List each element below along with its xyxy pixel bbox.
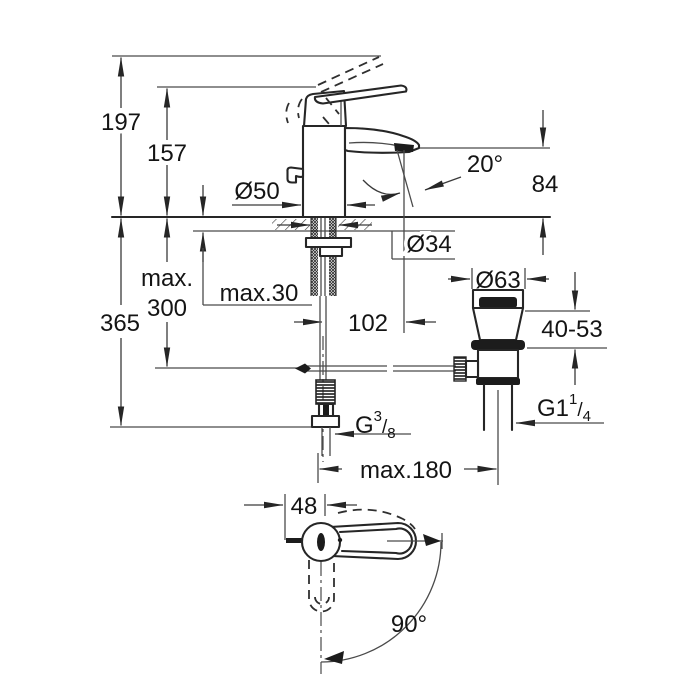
- shank-thread: [311, 218, 318, 296]
- aerator: [394, 143, 414, 152]
- dim-max-spread: max.180: [360, 457, 452, 484]
- waste-neck: [471, 306, 525, 342]
- lever-raised-dashed: [297, 98, 303, 119]
- dim-spout-angle: 20°: [467, 151, 503, 178]
- dim-outlet-height: 84: [532, 171, 559, 198]
- angle-leader-arrow: [424, 176, 462, 191]
- handle-hidden-edge-dashed: [285, 102, 290, 124]
- waste-body: [476, 348, 520, 380]
- label-drain-thread: G11/4: [537, 391, 591, 425]
- lever-raised-dashed: [320, 63, 384, 93]
- stream-angle-line: [396, 149, 414, 208]
- dim-clamping-range: 40-53: [541, 316, 602, 343]
- handle-swing-path-dashed: [337, 508, 416, 530]
- swing-arc-arrow-top: [423, 534, 441, 546]
- main-view: 197 157 Ø50 84 20° Ø34 max.30 10: [96, 55, 559, 428]
- mounting-washer: [304, 236, 353, 249]
- rod-ball-joint: [295, 363, 311, 374]
- lever-handle: [313, 84, 408, 105]
- installation-view: G3/8 Ø63 40-53 G11/4 max.180: [295, 267, 607, 485]
- mounting-nut: [318, 245, 344, 258]
- dim-overall-drop: 365: [100, 310, 140, 337]
- top-view: 48 90°: [244, 493, 443, 674]
- faucet-body: [301, 124, 347, 219]
- waste-band: [476, 378, 520, 385]
- waste-plug: [479, 297, 517, 308]
- swing-arc-arrow-bottom: [324, 651, 344, 664]
- cartridge-hidden-dashed: [325, 97, 340, 115]
- lever-raised-dashed: [317, 56, 380, 86]
- waste-rod-knob: [453, 356, 467, 382]
- waste-gasket: [471, 340, 525, 350]
- dim-max-deck-thickness: max.30: [220, 280, 299, 307]
- handle-down-dashed: [308, 560, 335, 613]
- cartridge-slot: [317, 533, 325, 551]
- label-supply-thread: G3/8: [355, 408, 396, 442]
- swing-arc: [320, 541, 442, 663]
- pull-rod-knob: [286, 166, 305, 184]
- dim-lever-height: 157: [147, 140, 187, 167]
- dim-spout-to-handle: 48: [291, 493, 318, 520]
- supply-valve-slot: [323, 405, 329, 415]
- cartridge-hidden-dashed: [322, 116, 330, 125]
- handle-down-inner-dashed: [314, 596, 330, 605]
- center-dot: [337, 537, 343, 543]
- dim-hole-diameter: Ø34: [406, 231, 451, 258]
- spout-tip-plan: [286, 538, 303, 543]
- dim-body-diameter: Ø50: [234, 178, 279, 205]
- supply-valve-knurl: [315, 379, 336, 405]
- waste-side-port: [464, 359, 480, 379]
- dim-max-hose-value: 300: [147, 295, 187, 322]
- dim-swivel-angle: 90°: [391, 611, 427, 638]
- dim-max-hose-label: max.: [141, 265, 193, 292]
- dim-spout-reach: 102: [348, 310, 388, 337]
- dim-total-height: 197: [101, 109, 141, 136]
- angle-curved-arrow: [362, 179, 401, 202]
- supply-hex-nut: [310, 414, 341, 429]
